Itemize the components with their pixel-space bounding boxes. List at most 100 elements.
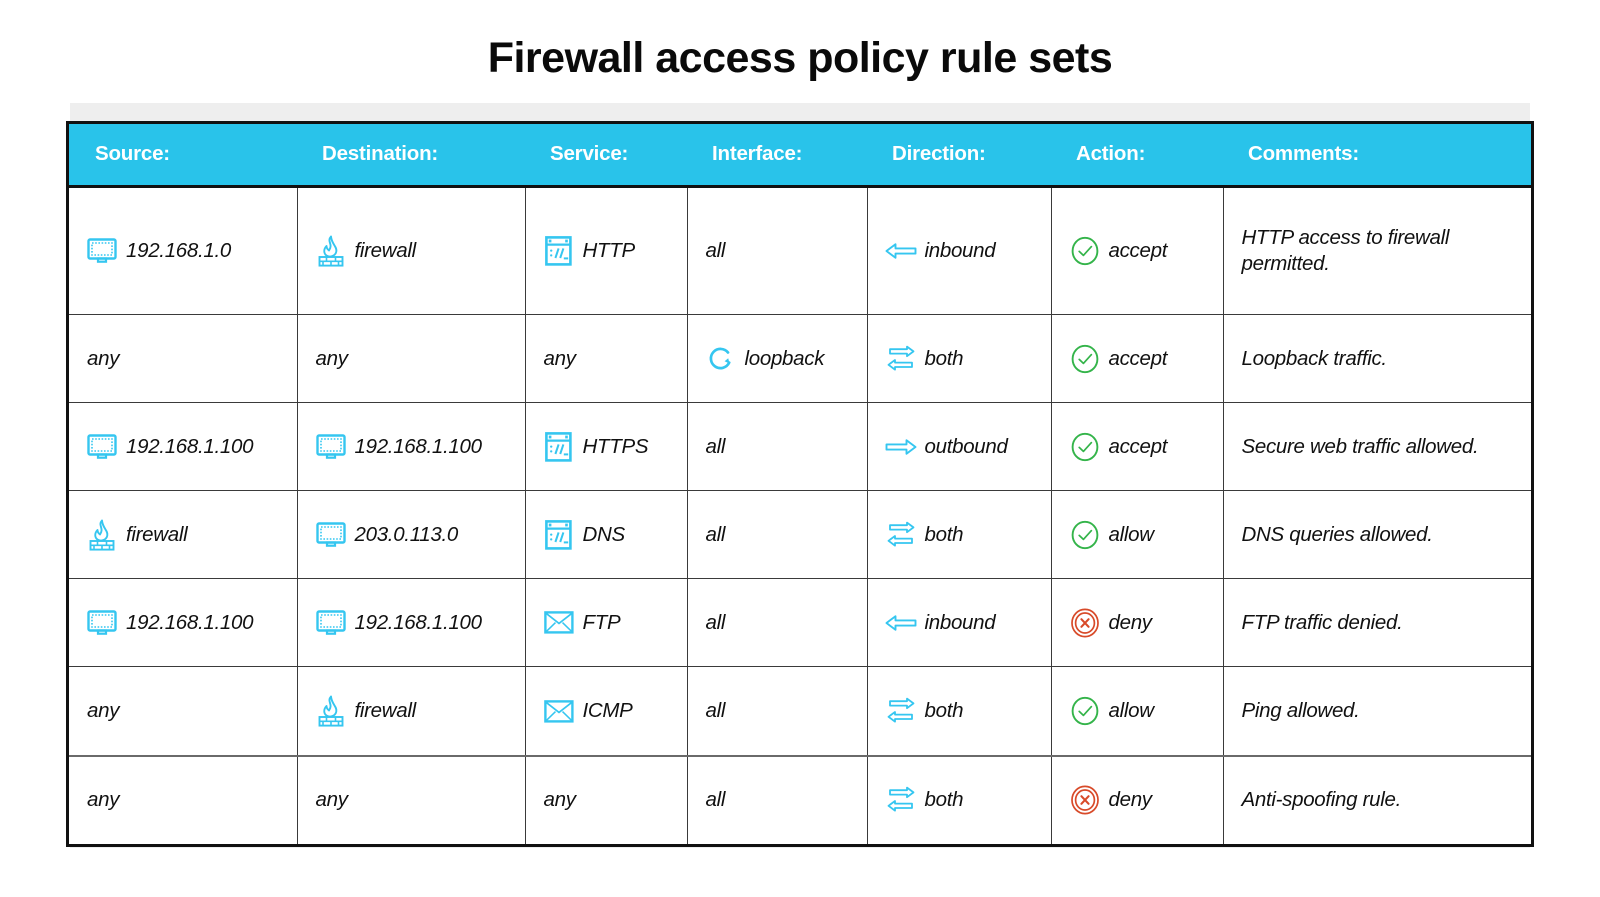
cell-destination: 203.0.113.0	[297, 490, 526, 580]
cell-content-interface: all	[706, 435, 853, 459]
cell-content-direction: both	[886, 785, 1037, 815]
column-header-direction[interactable]: Direction:	[867, 124, 1051, 188]
cell-text-action: accept	[1108, 434, 1168, 458]
check-circle-icon	[1070, 344, 1100, 374]
cell-text-interface: loopback	[744, 346, 825, 370]
cell-service: HTTP	[525, 186, 688, 316]
firewall-icon	[316, 695, 346, 727]
column-header-interface[interactable]: Interface:	[687, 124, 867, 188]
check-circle-icon	[1070, 236, 1100, 266]
cell-content-interface: loopback	[706, 344, 853, 374]
browser-window-icon	[544, 431, 574, 462]
cell-content-interface: all	[706, 611, 853, 635]
cell-text-interface: all	[705, 434, 726, 458]
cell-content-direction: both	[886, 520, 1037, 550]
cell-action: accept	[1051, 402, 1224, 492]
cell-direction: both	[867, 314, 1052, 404]
cell-text-destination: any	[315, 346, 348, 370]
cell-content-source: firewall	[87, 519, 283, 551]
cell-content-direction: inbound	[885, 236, 1037, 266]
cell-direction: both	[867, 666, 1052, 757]
cell-content-comments: Anti-spoofing rule.	[1242, 787, 1518, 813]
monitor-icon	[87, 432, 117, 462]
cell-text-service: any	[543, 788, 576, 812]
monitor-icon	[315, 520, 346, 550]
cell-text-interface: all	[705, 610, 726, 634]
cell-content-source: 192.168.1.100	[87, 432, 283, 462]
cell-service: any	[525, 314, 688, 404]
cell-content-action: allow	[1070, 696, 1209, 726]
cell-interface: loopback	[687, 314, 868, 404]
cell-interface: all	[687, 186, 868, 316]
cell-source: 192.168.1.0	[69, 186, 298, 316]
firewall-icon	[316, 235, 346, 267]
cell-direction: both	[867, 490, 1052, 580]
cell-text-destination: firewall	[354, 238, 417, 262]
cell-text-service: HTTPS	[582, 434, 649, 458]
cell-comments: FTP traffic denied.	[1223, 578, 1531, 668]
cell-content-comments: Secure web traffic allowed.	[1242, 434, 1518, 460]
table-header-row: Source: Destination: Service: Interface:…	[69, 124, 1531, 188]
cell-service: ICMP	[525, 666, 688, 757]
cell-content-interface: all	[706, 699, 853, 723]
cell-content-action: accept	[1070, 344, 1209, 374]
cell-content-comments: Loopback traffic.	[1242, 346, 1518, 372]
cell-content-source: any	[87, 788, 283, 812]
table-row: 192.168.1.0 firewall HTTP all inbound accept H…	[69, 186, 1531, 316]
column-header-service[interactable]: Service:	[525, 124, 687, 188]
monitor-icon	[315, 432, 346, 462]
cell-content-service: HTTPS	[544, 431, 673, 462]
cell-text-destination: firewall	[354, 699, 417, 723]
cell-action: accept	[1051, 186, 1224, 316]
cell-text-comments: HTTP access to firewall permitted.	[1241, 225, 1450, 275]
column-header-comments[interactable]: Comments:	[1223, 124, 1531, 188]
cell-content-service: ICMP	[543, 696, 673, 726]
arrows-both-icon	[886, 696, 916, 726]
cell-content-destination: any	[316, 347, 511, 371]
cell-interface: all	[687, 490, 868, 580]
cell-text-comments: Loopback traffic.	[1241, 346, 1388, 370]
cell-content-comments: Ping allowed.	[1242, 698, 1518, 724]
cell-text-comments: Ping allowed.	[1241, 699, 1360, 723]
page-title: Firewall access policy rule sets	[487, 34, 1113, 82]
cell-service: FTP	[525, 578, 688, 668]
cell-service: HTTPS	[525, 402, 688, 492]
cell-content-direction: outbound	[885, 432, 1037, 462]
column-header-destination[interactable]: Destination:	[297, 124, 525, 188]
cell-text-direction: inbound	[924, 238, 996, 262]
arrows-both-icon	[886, 344, 916, 374]
column-header-action[interactable]: Action:	[1051, 124, 1223, 188]
cell-text-source: 192.168.1.100	[126, 434, 254, 458]
cell-action: deny	[1051, 754, 1224, 844]
envelope-icon	[543, 608, 574, 638]
cell-destination: firewall	[297, 186, 526, 316]
cell-text-action: deny	[1108, 788, 1153, 812]
cell-comments: HTTP access to firewall permitted.	[1223, 186, 1531, 316]
cell-content-direction: inbound	[885, 608, 1037, 638]
cell-source: 192.168.1.100	[69, 402, 298, 492]
cell-direction: both	[867, 754, 1052, 844]
cell-text-direction: inbound	[924, 610, 996, 634]
cell-text-action: accept	[1108, 238, 1168, 262]
column-header-source[interactable]: Source:	[69, 124, 297, 188]
cell-content-destination: firewall	[316, 235, 511, 267]
cell-content-destination: 203.0.113.0	[315, 520, 511, 550]
firewall-rules-table-container: Source: Destination: Service: Interface:…	[66, 121, 1534, 847]
cell-content-action: deny	[1070, 608, 1209, 638]
cell-text-comments: FTP traffic denied.	[1241, 610, 1403, 634]
cell-action: allow	[1051, 666, 1224, 757]
cell-interface: all	[687, 754, 868, 844]
cell-text-destination: 203.0.113.0	[354, 522, 459, 546]
cell-text-interface: all	[705, 699, 726, 723]
cell-destination: 192.168.1.100	[297, 578, 526, 668]
cell-content-interface: all	[706, 239, 853, 263]
cell-text-service: HTTP	[582, 238, 636, 262]
cell-content-service: HTTP	[544, 235, 673, 266]
cell-text-interface: all	[705, 238, 726, 262]
cell-text-direction: both	[924, 699, 964, 723]
cell-text-direction: both	[924, 522, 964, 546]
cell-content-action: allow	[1070, 520, 1209, 550]
